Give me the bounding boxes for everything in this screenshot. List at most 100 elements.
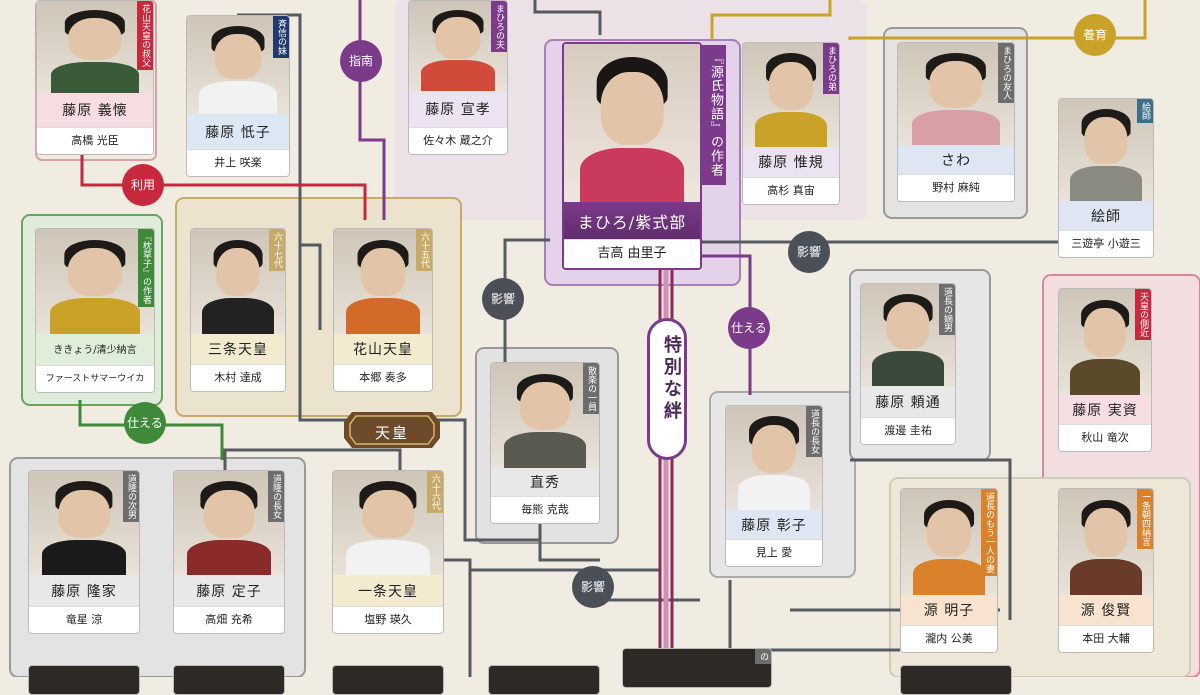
card-tag: まひろの夫 [491, 1, 507, 52]
card-actor: 毎熊 克哉 [491, 496, 599, 523]
card-tag: 六十五代 [416, 229, 432, 271]
portrait [36, 229, 154, 334]
card-actor: 塩野 瑛久 [333, 606, 443, 633]
card-name: 一条天皇 [333, 575, 443, 609]
card-name: 源 明子 [901, 595, 997, 628]
card-nobunori[interactable]: まひろの弟藤原 惟規高杉 真宙 [742, 42, 840, 205]
card-tag: 六十六代 [427, 471, 443, 513]
card-mahiro[interactable]: まひろ/紫式部 吉高 由里子 [562, 42, 702, 270]
special-bond-label: 特別な絆 [647, 318, 687, 460]
card-actor: 高杉 真宙 [743, 177, 839, 204]
card-actor: 高畑 充希 [174, 606, 284, 633]
card-actor: 竜星 涼 [29, 606, 139, 633]
card-shishi[interactable]: 斉信の妹藤原 忯子井上 咲楽 [186, 15, 290, 177]
card-actor: 高橋 光臣 [37, 127, 153, 154]
card-tag: まひろの友人 [998, 43, 1014, 103]
card-actor: 野村 麻純 [898, 174, 1014, 201]
card-nobutaka[interactable]: まひろの夫藤原 宣孝佐々木 蔵之介 [408, 0, 508, 155]
relation-badge-eikyou-3: 影響 [572, 566, 614, 608]
card-tag: 道隆の長女 [268, 471, 284, 522]
card-sanjo[interactable]: 六十七代三条天皇木村 達成 [190, 228, 286, 392]
relation-badge-shinan: 指南 [340, 40, 382, 82]
card-tag: 道隆の次男 [123, 471, 139, 522]
card-tag: の [755, 649, 771, 664]
central-tag: 『源氏物語』の作者 [702, 45, 726, 185]
card-teishi[interactable]: 道隆の長女藤原 定子高畑 充希 [173, 470, 285, 634]
card-name: 三条天皇 [191, 334, 285, 367]
card-name: 藤原 彰子 [726, 510, 822, 542]
card-kazan[interactable]: 六十五代花山天皇本郷 奏多 [333, 228, 433, 392]
portrait [491, 363, 599, 468]
card-name: 花山天皇 [334, 334, 432, 367]
card-name: 藤原 定子 [174, 575, 284, 609]
card-naohide[interactable]: 散楽の一員直秀毎熊 克哉 [490, 362, 600, 524]
card-actor: 佐々木 蔵之介 [409, 127, 507, 154]
card-sawa[interactable]: まひろの友人さわ野村 麻純 [897, 42, 1015, 202]
card-shoshi[interactable]: 道長の長女藤原 彰子見上 愛 [725, 405, 823, 567]
portrait [333, 471, 443, 575]
relation-badge-tsukaeru-purple: 仕える [728, 307, 770, 349]
card-partial-1 [28, 665, 140, 695]
card-name: 藤原 頼通 [861, 386, 955, 420]
card-actor: 瀧内 公美 [901, 625, 997, 652]
portrait [409, 1, 507, 91]
card-actor: 木村 達成 [191, 364, 285, 391]
relation-badge-eikyou-1: 影響 [482, 278, 524, 320]
portrait [334, 229, 432, 334]
card-tag: 天皇の側近 [1135, 289, 1151, 340]
card-tag: 道長の嫡男 [939, 284, 955, 335]
card-partial-4 [488, 665, 600, 695]
card-name: 藤原 宣孝 [409, 91, 507, 130]
portrait [37, 1, 153, 93]
portrait [564, 44, 700, 202]
emperor-group-plaque: 天皇 [374, 424, 409, 442]
card-partial-2 [173, 665, 285, 695]
card-tag: 斉信の妹 [273, 16, 289, 58]
card-name: 源 俊賢 [1059, 595, 1153, 628]
card-actor: 三遊亭 小遊三 [1059, 230, 1153, 257]
card-tag: まひろの弟 [823, 43, 839, 94]
card-yorimichi[interactable]: 道長の嫡男藤原 頼通渡邊 圭祐 [860, 283, 956, 445]
card-name: 藤原 義懐 [37, 93, 153, 130]
relation-badge-riyou: 利用 [122, 164, 164, 206]
card-actor: 本郷 奏多 [334, 364, 432, 391]
card-name: 直秀 [491, 468, 599, 499]
portrait [174, 471, 284, 575]
card-actor: 見上 愛 [726, 539, 822, 566]
card-actor: 秋山 竜次 [1059, 424, 1151, 451]
relation-badge-eikyou-2: 影響 [788, 231, 830, 273]
card-actor: 吉高 由里子 [564, 239, 700, 268]
portrait [898, 43, 1014, 145]
card-sanesuke[interactable]: 天皇の側近藤原 実資秋山 竜次 [1058, 288, 1152, 452]
card-name: 絵師 [1059, 201, 1153, 233]
card-kikyo[interactable]: 『枕草子』の作者ききょう/清少納言ファーストサマーウイカ [35, 228, 155, 393]
relation-badge-ikusei: 養育 [1074, 14, 1116, 56]
portrait [1059, 489, 1153, 595]
card-name: 藤原 惟規 [743, 147, 839, 180]
card-actor: 本田 大輔 [1059, 625, 1153, 652]
card-partial-3 [332, 665, 444, 695]
card-actor: 井上 咲楽 [187, 149, 289, 176]
card-name: 藤原 隆家 [29, 575, 139, 609]
card-ichijo[interactable]: 六十六代一条天皇塩野 瑛久 [332, 470, 444, 634]
card-tag: 『枕草子』の作者 [138, 229, 154, 307]
card-tag: 絵師 [1137, 99, 1153, 123]
card-tag: 散楽の一員 [583, 363, 599, 414]
card-yoshichika[interactable]: 花山天皇の叔父藤原 義懐高橋 光臣 [36, 0, 154, 155]
card-tag: 道長のもう一人の妻 [981, 489, 997, 576]
card-actor: 渡邊 圭祐 [861, 417, 955, 444]
card-partial-5 [900, 665, 1012, 695]
card-name: さわ [898, 145, 1014, 177]
card-name: 藤原 忯子 [187, 114, 289, 152]
relation-badge-tsukaeru-green: 仕える [124, 402, 166, 444]
portrait [743, 43, 839, 147]
card-actor: ファーストサマーウイカ [36, 365, 154, 392]
card-toshikata[interactable]: 一条朝四納言源 俊賢本田 大輔 [1058, 488, 1154, 653]
portrait [187, 16, 289, 114]
card-eshi[interactable]: 絵師絵師三遊亭 小遊三 [1058, 98, 1154, 258]
card-takaie[interactable]: 道隆の次男藤原 隆家竜星 涼 [28, 470, 140, 634]
card-tag: 道長の長女 [806, 406, 822, 457]
portrait [726, 406, 822, 510]
card-name: 藤原 実資 [1059, 395, 1151, 427]
card-akiko[interactable]: 道長のもう一人の妻源 明子瀧内 公美 [900, 488, 998, 653]
